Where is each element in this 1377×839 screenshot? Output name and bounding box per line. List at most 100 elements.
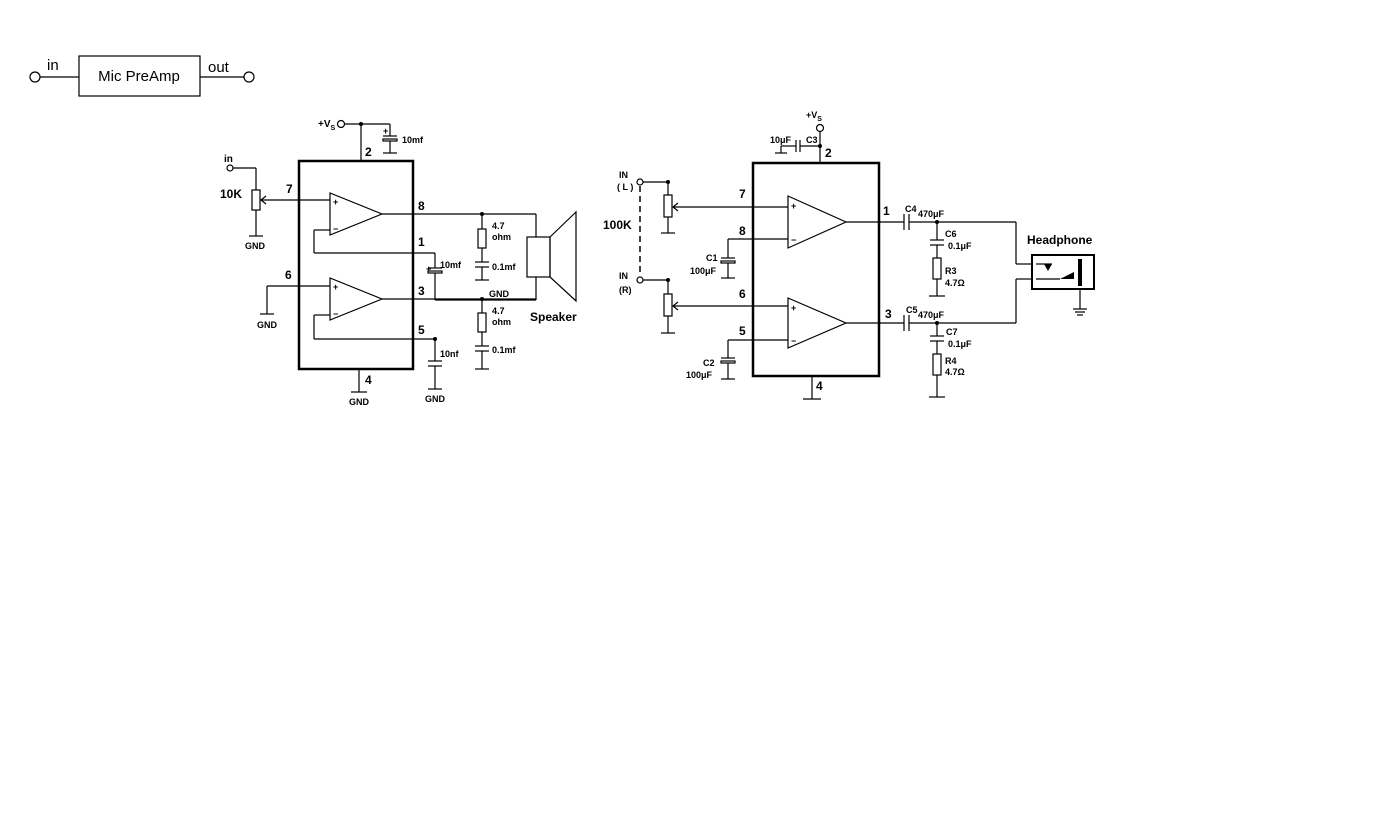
left-cap-mid-value: 10mf bbox=[440, 260, 462, 270]
right-in-l-label: IN bbox=[619, 170, 628, 180]
right-r3 bbox=[932, 257, 942, 280]
right-c2-value: 100μF bbox=[686, 370, 713, 380]
left-pin6-gnd: GND bbox=[257, 320, 278, 330]
right-r4-value: 4.7Ω bbox=[945, 367, 965, 377]
left-opamp-lower-minus: − bbox=[333, 309, 338, 319]
left-vs-terminal[interactable] bbox=[336, 119, 346, 129]
right-pin-1: 1 bbox=[883, 204, 890, 218]
right-in-r-channel: (R) bbox=[619, 285, 632, 295]
left-cap-low-value: 10nf bbox=[440, 349, 460, 359]
right-in-r-terminal[interactable] bbox=[636, 276, 644, 284]
left-pot-gnd: GND bbox=[245, 241, 266, 251]
preamp-box bbox=[78, 55, 201, 97]
speaker-icon bbox=[526, 210, 577, 303]
preamp-title: Mic PreAmp bbox=[98, 68, 180, 85]
right-c7-value: 0.1μF bbox=[948, 339, 972, 349]
left-pin-1: 1 bbox=[418, 235, 425, 249]
right-c3-value: 10μF bbox=[770, 135, 792, 145]
left-pin-5: 5 bbox=[418, 323, 425, 337]
left-r-top-value: 4.7 bbox=[492, 221, 505, 231]
left-in-label: in bbox=[224, 154, 233, 165]
right-pin-3: 3 bbox=[885, 307, 892, 321]
right-in-l-terminal[interactable] bbox=[636, 178, 644, 186]
right-c4-value: 470μF bbox=[918, 209, 945, 219]
right-ic-body bbox=[751, 161, 881, 378]
ground-icon bbox=[1073, 308, 1087, 316]
left-r-bot-value: 4.7 bbox=[492, 306, 505, 316]
right-c6-label: C6 bbox=[945, 229, 957, 239]
right-vs-label: +VS bbox=[806, 110, 822, 123]
speaker-label: Speaker bbox=[530, 310, 577, 324]
headphone-jack-icon bbox=[1031, 254, 1095, 290]
input-terminal[interactable] bbox=[29, 71, 41, 83]
left-resistor-top bbox=[477, 228, 487, 249]
right-pin-5: 5 bbox=[739, 324, 746, 338]
left-opamp-lower-plus: + bbox=[333, 282, 338, 292]
right-opamp-upper-minus: − bbox=[791, 235, 796, 245]
right-r3-label: R3 bbox=[945, 266, 957, 276]
left-in-terminal[interactable] bbox=[226, 164, 234, 172]
right-pot-label: 100K bbox=[603, 218, 632, 232]
left-pin-2: 2 bbox=[365, 145, 372, 159]
left-pin-4: 4 bbox=[365, 373, 372, 387]
left-pot-label: 10K bbox=[220, 187, 242, 201]
left-resistor-bottom bbox=[477, 312, 487, 333]
right-opamp-upper-plus: + bbox=[791, 201, 796, 211]
right-opamp-lower-minus: − bbox=[791, 336, 796, 346]
right-pin-7: 7 bbox=[739, 187, 746, 201]
right-opamp-lower-plus: + bbox=[791, 303, 796, 313]
right-c7-label: C7 bbox=[946, 327, 958, 337]
right-in-l-channel: ( L ) bbox=[617, 182, 633, 192]
left-amplifier-circuit: +VS 2 + 10mf in GND 10K 7 + − 1 bbox=[220, 119, 577, 407]
block-out-label: out bbox=[208, 59, 230, 76]
left-c-bot-value: 0.1mf bbox=[492, 345, 517, 355]
left-opamp-upper-plus: + bbox=[333, 197, 338, 207]
right-pin-4: 4 bbox=[816, 379, 823, 393]
left-opamp-upper bbox=[329, 192, 384, 236]
right-c3-label: C3 bbox=[806, 135, 818, 145]
right-r4 bbox=[932, 353, 942, 376]
left-cap-top-value: 10mf bbox=[402, 135, 424, 145]
right-r3-value: 4.7Ω bbox=[945, 278, 965, 288]
right-c1-label: C1 bbox=[706, 253, 718, 263]
mic-preamp-block: in Mic PreAmp out bbox=[29, 55, 255, 97]
right-c1-value: 100μF bbox=[690, 266, 717, 276]
left-c-top-value: 0.1mf bbox=[492, 262, 517, 272]
output-terminal[interactable] bbox=[243, 71, 255, 83]
left-pin-7: 7 bbox=[286, 182, 293, 196]
right-c2-label: C2 bbox=[703, 358, 715, 368]
left-cap-top-polarity: + bbox=[383, 126, 388, 136]
right-pin-6: 6 bbox=[739, 287, 746, 301]
left-pin-6: 6 bbox=[285, 268, 292, 282]
right-amplifier-circuit: +VS 2 10μF C3 IN ( L ) 7 100K + − 8 bbox=[603, 110, 1095, 400]
left-ic-gnd: GND bbox=[349, 397, 370, 407]
left-pin-8: 8 bbox=[418, 199, 425, 213]
right-c6-value: 0.1μF bbox=[948, 241, 972, 251]
right-pot-left[interactable] bbox=[663, 194, 673, 218]
right-pin-8: 8 bbox=[739, 224, 746, 238]
right-c4-label: C4 bbox=[905, 204, 917, 214]
left-r-bot-unit: ohm bbox=[492, 317, 511, 327]
block-in-label: in bbox=[47, 57, 59, 74]
right-in-r-label: IN bbox=[619, 271, 628, 281]
right-pin-2: 2 bbox=[825, 146, 832, 160]
left-opamp-upper-minus: − bbox=[333, 224, 338, 234]
left-pot-10k[interactable] bbox=[251, 189, 261, 211]
left-vs-label: +VS bbox=[318, 119, 336, 132]
right-opamp-upper bbox=[787, 195, 848, 249]
right-vs-terminal[interactable] bbox=[815, 123, 825, 133]
headphone-label: Headphone bbox=[1027, 233, 1093, 247]
right-pot-right[interactable] bbox=[663, 293, 673, 317]
left-ic-body bbox=[297, 159, 415, 371]
left-gnd-mid: GND bbox=[489, 289, 510, 299]
left-cap-mid-polarity: + bbox=[426, 264, 431, 274]
right-c5-label: C5 bbox=[906, 305, 918, 315]
right-r4-label: R4 bbox=[945, 356, 957, 366]
right-c5-value: 470μF bbox=[918, 310, 945, 320]
left-r-top-unit: ohm bbox=[492, 232, 511, 242]
right-opamp-lower bbox=[787, 297, 848, 349]
left-cap-low-gnd: GND bbox=[425, 394, 446, 404]
left-pin-3: 3 bbox=[418, 284, 425, 298]
left-opamp-lower bbox=[329, 277, 384, 321]
